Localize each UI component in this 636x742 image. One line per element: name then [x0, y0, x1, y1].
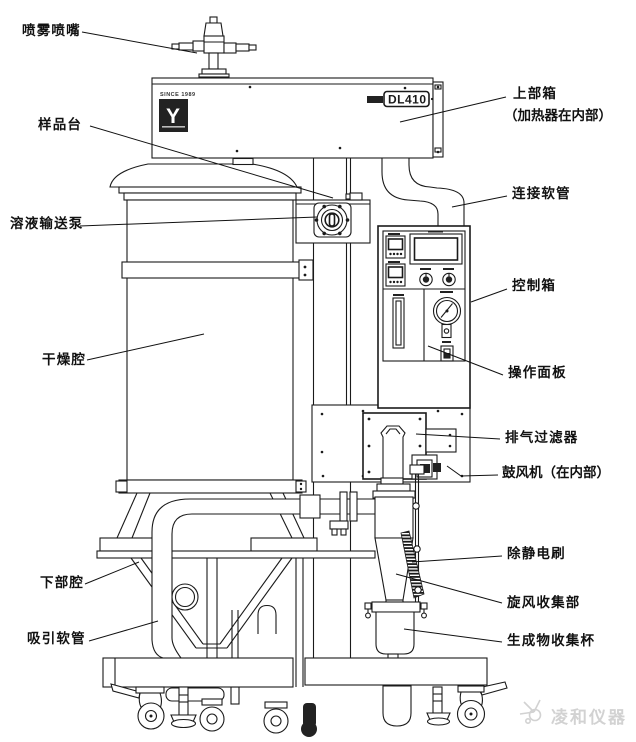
shelf	[96, 550, 376, 559]
product-cup	[364, 601, 428, 661]
label-cyclone-collector: 旋风收集部	[507, 595, 581, 610]
label-product-cup: 生成物收集杯	[507, 633, 596, 648]
label-exhaust-filter: 排气过滤器	[505, 430, 579, 445]
leader-lines	[79, 31, 508, 643]
brand-logo: SINCE 1989 Y	[159, 92, 196, 132]
brand-letter-text: Y	[166, 105, 180, 128]
antistatic-brush	[400, 464, 425, 604]
drying-chamber	[115, 199, 314, 494]
label-upper-box-note: （加热器在内部）	[504, 108, 612, 123]
label-drying-chamber: 干燥腔	[42, 352, 87, 367]
base-frame	[102, 558, 488, 705]
watermark-text: 凌和仪器	[551, 708, 627, 727]
model-text: DL410	[388, 93, 427, 107]
watermark-icon	[519, 699, 542, 724]
label-sample-stage: 样品台	[38, 117, 83, 132]
label-blower: 鼓风机（在内部）	[502, 465, 610, 480]
label-operation-panel: 操作面板	[508, 365, 567, 380]
solution-pump	[295, 192, 371, 244]
operation-panel	[385, 230, 463, 362]
spray-nozzle	[171, 16, 257, 78]
label-upper-box: 上部箱	[513, 86, 558, 101]
label-lower-chamber: 下部腔	[40, 575, 85, 590]
label-antistatic-brush: 除静电刷	[507, 546, 566, 561]
model-badge: DL410	[367, 90, 434, 108]
label-suction-hose: 吸引软管	[27, 631, 86, 646]
label-control-box: 控制箱	[512, 278, 557, 293]
label-spray-nozzle: 喷雾喷嘴	[22, 23, 81, 38]
lower-chamber	[130, 557, 293, 658]
chamber-stand	[96, 492, 376, 559]
brand-since-text: SINCE 1989	[160, 92, 196, 98]
connecting-hose	[381, 157, 465, 227]
casters	[110, 681, 508, 737]
chamber-lid	[109, 157, 302, 201]
upper-box	[151, 77, 444, 159]
label-solution-pump: 溶液输送泵	[10, 216, 84, 231]
label-connecting-hose: 连接软管	[512, 186, 571, 201]
